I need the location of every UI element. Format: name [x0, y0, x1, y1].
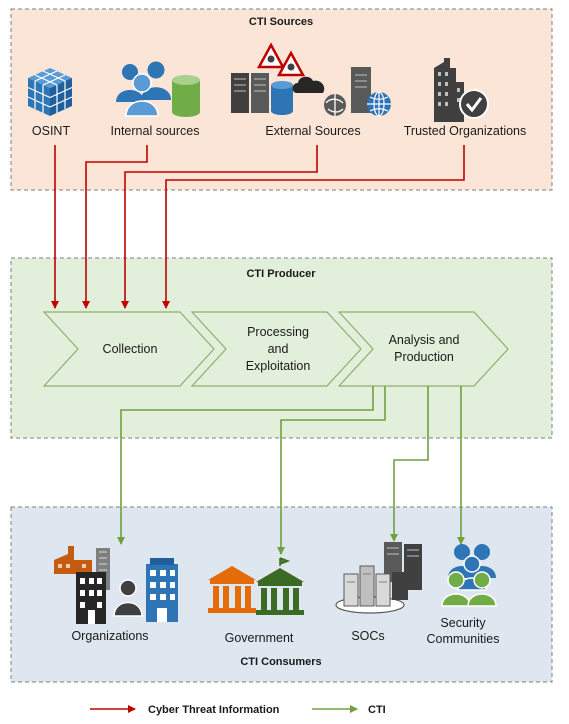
- stage-processing-label-2: and: [268, 342, 289, 356]
- government-buildings-icon: [208, 557, 304, 615]
- cube-grid-icon: [27, 68, 73, 116]
- arrow-external-to-collection: [121, 145, 318, 309]
- internal-users-database-icon: [116, 61, 200, 117]
- arrow-analysis-to-organizations: [117, 386, 374, 545]
- stage-processing-label-1: Processing: [247, 325, 309, 339]
- consumer-label-communities-2: Communities: [427, 632, 500, 646]
- stage-collection-label: Collection: [103, 342, 158, 356]
- source-label-external: External Sources: [265, 124, 360, 138]
- soc-servers-icon: [335, 542, 422, 614]
- stage-analysis: [337, 311, 509, 387]
- source-label-osint: OSINT: [32, 124, 71, 138]
- security-communities-people-icon: [441, 544, 497, 607]
- producer-title: CTI Producer: [246, 268, 316, 280]
- consumer-label-organizations: Organizations: [71, 629, 148, 643]
- stage-analysis-label-2: Production: [394, 350, 454, 364]
- arrow-trusted-to-collection: [162, 145, 465, 309]
- stage-analysis-label-1: Analysis and: [389, 333, 460, 347]
- external-sources-icon: [231, 42, 391, 117]
- trusted-building-check-icon: [434, 58, 489, 122]
- arrow-analysis-to-socs: [390, 386, 429, 542]
- sources-title: CTI Sources: [249, 16, 313, 28]
- source-label-trusted: Trusted Organizations: [404, 124, 527, 138]
- stage-processing: [190, 311, 362, 387]
- legend-green-label: CTI: [368, 704, 386, 716]
- organizations-buildings-icon: [54, 546, 178, 624]
- source-label-internal: Internal sources: [111, 124, 200, 138]
- consumers-title: CTI Consumers: [240, 656, 321, 668]
- arrow-internal-to-collection: [82, 145, 148, 309]
- consumer-label-government: Government: [225, 631, 294, 645]
- consumer-label-socs: SOCs: [351, 629, 384, 643]
- consumer-label-communities-1: Security: [440, 616, 486, 630]
- arrow-analysis-to-government: [277, 386, 386, 555]
- stage-processing-label-3: Exploitation: [246, 359, 311, 373]
- stage-collection: [42, 311, 215, 387]
- legend-red-label: Cyber Threat Information: [148, 704, 280, 716]
